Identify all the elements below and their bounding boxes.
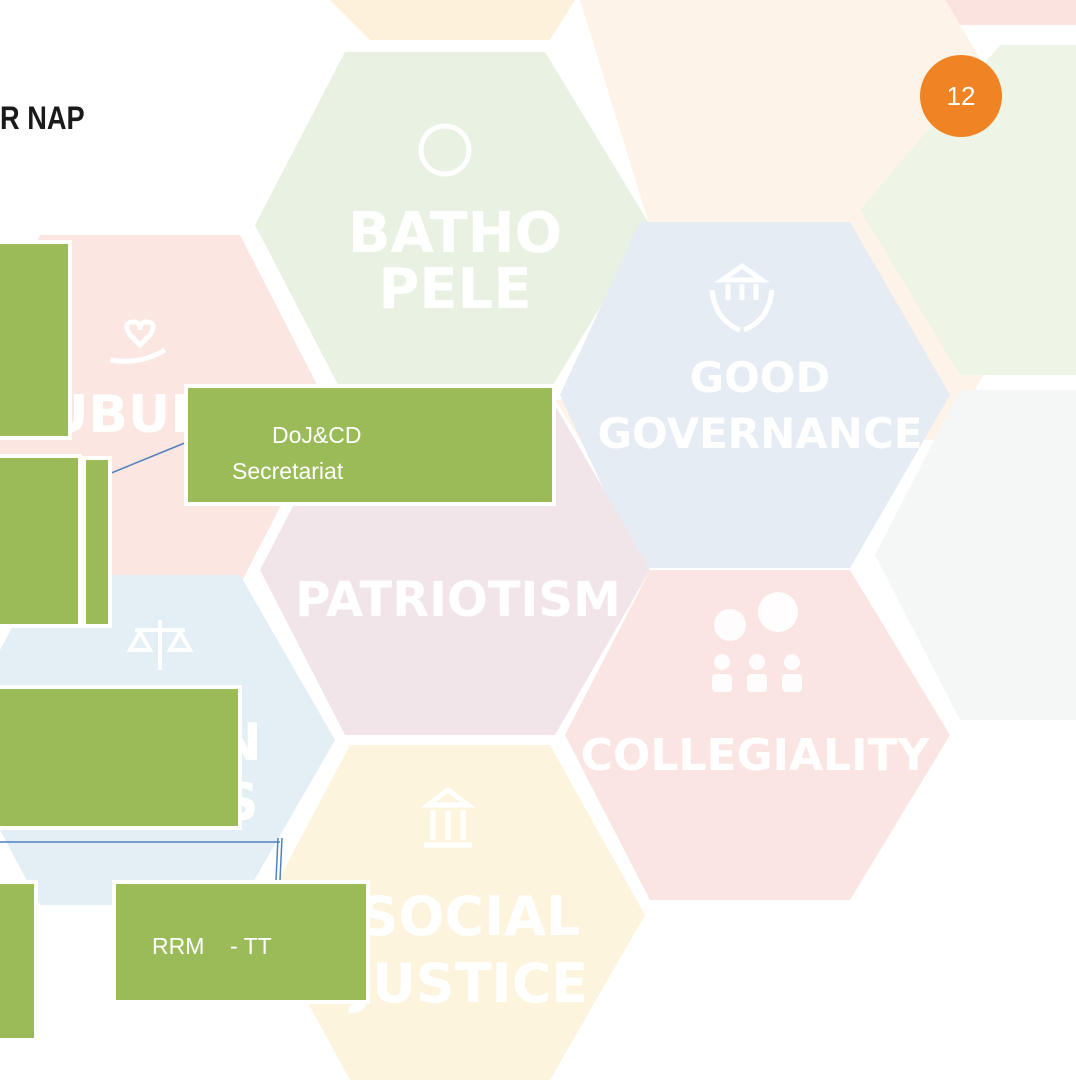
scales-icon: [126, 620, 194, 670]
secretariat-line1: DoJ&CD: [272, 422, 362, 448]
org-box-mid-left: [0, 454, 82, 628]
hex-label-governance: GOVERNANCE: [598, 409, 923, 458]
org-box-bottom-left: [0, 880, 38, 1042]
hex-top-right: [945, 0, 1076, 25]
slide-title: R NAP: [0, 100, 85, 136]
hex-label-pele: PELE: [378, 257, 531, 322]
hex-label-social: SOCIAL: [360, 885, 581, 948]
courthouse-icon: [420, 786, 476, 848]
page-number: 12: [946, 80, 976, 111]
institution-hands-icon: [709, 262, 775, 333]
hex-light-grey: [875, 390, 1076, 720]
org-box-lower-left: [0, 685, 242, 830]
hex-label-justice: JUSTICE: [348, 952, 588, 1015]
secretariat-line2: Secretariat: [232, 458, 344, 484]
page-number-badge: 12: [920, 55, 1002, 137]
hex-label-batho: BATHO: [348, 201, 562, 266]
hex-top-orange: [330, 0, 575, 40]
hex-label-good: GOOD: [690, 353, 831, 402]
hex-label-patriotism: PATRIOTISM: [295, 572, 621, 628]
heart-hand-icon: [109, 319, 167, 364]
speech-bubbles-people-icon: [712, 592, 802, 692]
org-box-top-left: [0, 240, 72, 440]
task-team-box: RRM - TT: [112, 880, 370, 1004]
task-team-label: RRM - TT: [152, 933, 272, 959]
hex-collegiality: [565, 570, 950, 900]
hex-good-governance: [560, 222, 950, 568]
hex-far-right-green: [860, 45, 1076, 375]
hex-label-collegiality: COLLEGIALITY: [581, 730, 931, 781]
hex-batho-pele: [255, 52, 650, 398]
org-box-mid-left-strip: [82, 456, 112, 628]
people-icon: [418, 123, 472, 177]
secretariat-box: DoJ&CD Secretariat: [184, 384, 556, 506]
